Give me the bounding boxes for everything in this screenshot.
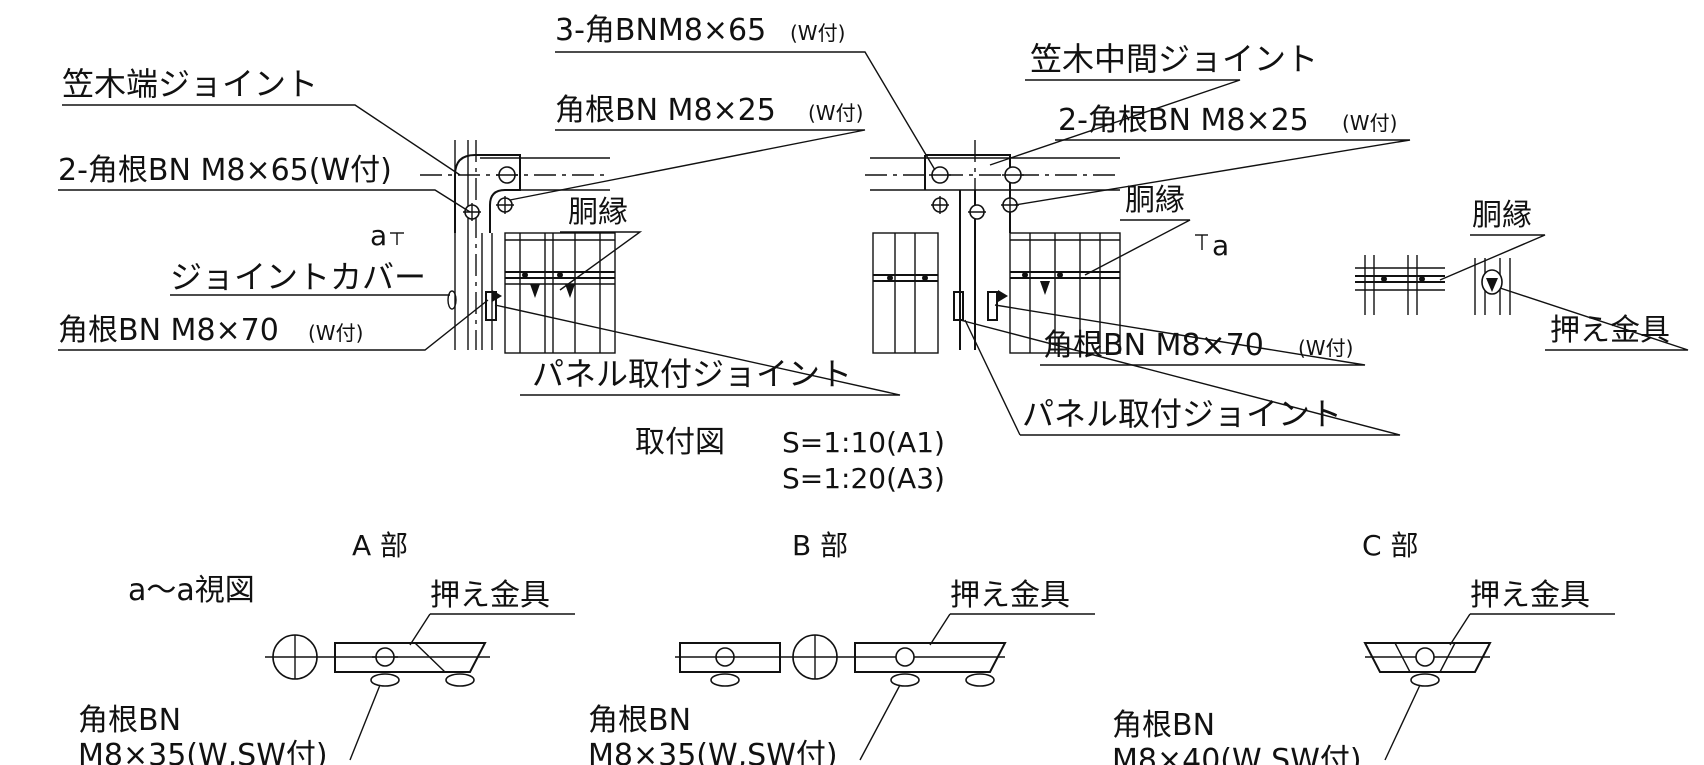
section-part-b: B 部	[792, 529, 848, 562]
label-mid-joint: 笠木中間ジョイント	[1030, 40, 1318, 78]
marker-a-right: a	[1212, 229, 1229, 262]
label-bolt-70-left: 角根BN M8×70	[58, 313, 279, 348]
label-panel-joint-left: パネル取付ジョイント	[532, 355, 852, 393]
label-bolt-70-right-suffix: (W付)	[1298, 336, 1353, 360]
presser-detail	[1355, 255, 1511, 315]
bolt-a-line2: M8×35(W,SW付)	[78, 738, 328, 765]
mid-joint-assembly	[865, 140, 1121, 354]
label-bolt-3-65: 3-角BNM8×65	[555, 13, 766, 48]
label-bolt-2-65: 2-角根BN M8×65(W付)	[58, 153, 392, 188]
label-panel-joint-right: パネル取付ジョイント	[1022, 395, 1342, 433]
section-a-view: a～a視図	[128, 573, 255, 608]
bolt-c-line2: M8×40(W,SW付)	[1112, 743, 1362, 765]
label-bolt-25-left: 角根BN M8×25	[555, 93, 776, 128]
label-bolt-3-65-suffix: (W付)	[790, 21, 845, 45]
section-b-shape	[675, 634, 1007, 687]
scale-line-1: S=1:10(A1)	[782, 426, 945, 459]
section-c-shape	[1363, 642, 1492, 687]
bolt-b-line1: 角根BN	[588, 703, 691, 738]
presser-c: 押え金具	[1470, 578, 1590, 613]
label-bolt-2-25: 2-角根BN M8×25	[1058, 103, 1309, 138]
presser-a: 押え金具	[430, 578, 550, 613]
label-bolt-25-left-suffix: (W付)	[808, 101, 863, 125]
leader-lines	[58, 51, 1689, 436]
presser-b: 押え金具	[950, 578, 1070, 613]
scale-title: 取付図	[635, 425, 725, 460]
label-dobuchi-3: 胴縁	[1472, 198, 1532, 233]
scale-line-2: S=1:20(A3)	[782, 462, 945, 495]
label-bolt-70-left-suffix: (W付)	[308, 321, 363, 345]
label-joint-cover: ジョイントカバー	[170, 258, 426, 296]
end-joint-assembly	[420, 140, 616, 354]
label-end-joint: 笠木端ジョイント	[62, 65, 318, 103]
section-part-c: C 部	[1362, 529, 1418, 562]
label-dobuchi-1: 胴縁	[568, 195, 628, 230]
bolt-b-line2: M8×35(W,SW付)	[588, 738, 838, 765]
section-a-shape	[265, 634, 490, 687]
bolt-a-line1: 角根BN	[78, 703, 181, 738]
bolt-c-line1: 角根BN	[1112, 708, 1215, 743]
marker-a-left: a	[370, 219, 387, 252]
label-bolt-70-right: 角根BN M8×70	[1043, 328, 1264, 363]
label-bolt-2-25-suffix: (W付)	[1342, 111, 1397, 135]
label-dobuchi-2: 胴縁	[1125, 183, 1185, 218]
label-presser-1: 押え金具	[1550, 313, 1670, 348]
section-part-a: A 部	[352, 529, 408, 562]
